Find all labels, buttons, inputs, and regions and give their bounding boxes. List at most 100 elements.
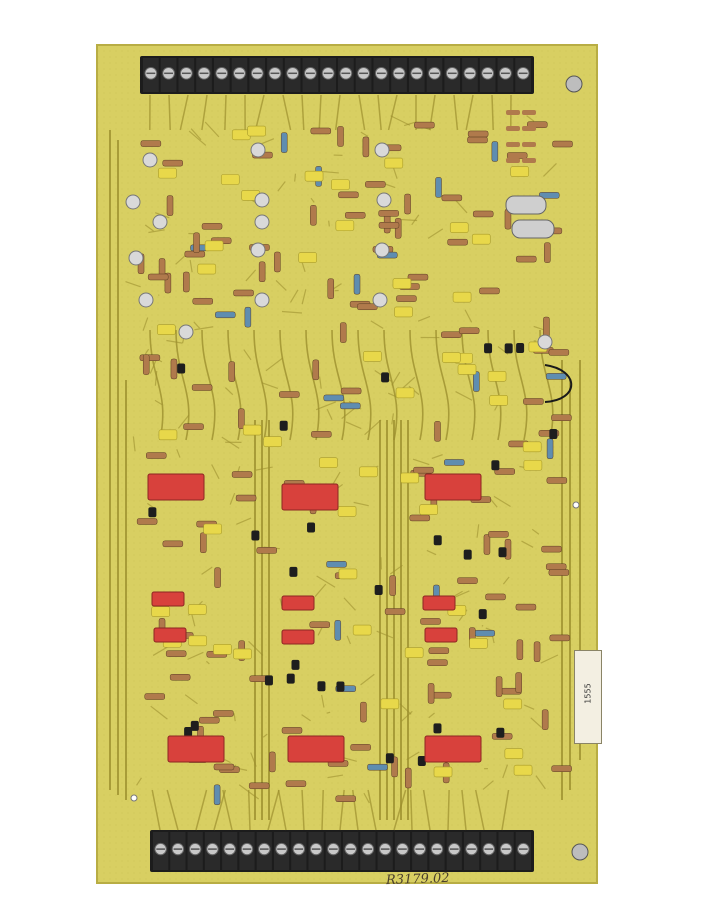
- transistor: [280, 421, 288, 431]
- resistor: [459, 328, 479, 334]
- relay: [168, 736, 224, 762]
- transistor: [433, 723, 441, 733]
- film-capacitor: [338, 506, 356, 516]
- film-capacitor: [511, 167, 529, 177]
- film-capacitor: [469, 638, 487, 648]
- resistor: [442, 195, 462, 201]
- transistor: [464, 550, 472, 560]
- relay: [288, 736, 344, 762]
- film-capacitor: [458, 364, 476, 374]
- resistor: [281, 133, 287, 153]
- resistor: [429, 648, 449, 654]
- resistor: [549, 570, 569, 576]
- film-capacitor: [331, 180, 349, 190]
- resistor: [546, 564, 566, 570]
- can-capacitor: [375, 143, 389, 157]
- can-capacitor: [255, 193, 269, 207]
- resistor: [286, 781, 306, 787]
- resistor: [467, 137, 487, 143]
- resistor: [199, 717, 219, 723]
- resistor: [551, 415, 571, 421]
- resistor: [340, 403, 360, 409]
- resistor: [506, 142, 520, 147]
- transistor: [177, 364, 185, 374]
- resistor: [506, 158, 520, 163]
- resistor: [167, 196, 173, 216]
- resistor: [507, 153, 527, 159]
- film-capacitor: [385, 158, 403, 168]
- film-capacitor: [336, 221, 354, 231]
- film-capacitor: [248, 126, 266, 136]
- transistor: [307, 523, 315, 533]
- transistor: [317, 681, 325, 691]
- film-capacitor: [490, 395, 508, 405]
- resistor: [546, 373, 566, 379]
- mounting-screw: [566, 76, 582, 92]
- serial-number: R3179.02: [386, 871, 450, 888]
- relay: [282, 484, 338, 510]
- relay: [282, 596, 314, 610]
- film-capacitor: [360, 467, 378, 477]
- resistor: [405, 194, 411, 214]
- resistor: [184, 424, 204, 430]
- resistor: [274, 252, 280, 272]
- transistor: [251, 530, 259, 540]
- resistor: [552, 766, 572, 772]
- sticker-text: 1555: [584, 649, 593, 739]
- resistor: [192, 385, 212, 391]
- relay: [148, 474, 204, 500]
- trace: [295, 174, 296, 182]
- resistor: [245, 307, 251, 327]
- resistor: [327, 561, 347, 567]
- resistor: [214, 764, 234, 770]
- transistor: [484, 343, 492, 353]
- resistor: [214, 785, 220, 805]
- resistor: [421, 618, 441, 624]
- resistor: [282, 727, 302, 733]
- film-capacitor: [157, 325, 175, 335]
- resistor: [396, 296, 416, 302]
- film-capacitor: [233, 649, 251, 659]
- transistor: [505, 343, 513, 353]
- resistor: [140, 355, 160, 361]
- film-capacitor: [205, 241, 223, 251]
- film-capacitor: [213, 644, 231, 654]
- resistor: [444, 459, 464, 465]
- resistor: [544, 243, 550, 263]
- electrolytic-capacitor: [512, 220, 554, 238]
- resistor: [215, 312, 235, 318]
- relay: [154, 628, 186, 642]
- film-capacitor: [395, 307, 413, 317]
- resistor: [338, 192, 358, 198]
- resistor: [379, 210, 399, 216]
- resistor: [170, 674, 190, 680]
- film-capacitor: [243, 425, 261, 435]
- trace: [482, 625, 483, 626]
- resistor: [236, 495, 256, 501]
- transistor: [549, 429, 557, 439]
- resistor: [336, 796, 356, 802]
- can-capacitor: [153, 215, 167, 229]
- resistor: [522, 126, 536, 131]
- resistor: [194, 233, 200, 253]
- resistor: [313, 360, 319, 380]
- film-capacitor: [514, 765, 532, 775]
- resistor: [163, 541, 183, 547]
- can-capacitor: [255, 215, 269, 229]
- can-capacitor: [126, 195, 140, 209]
- film-capacitor: [505, 749, 523, 759]
- resistor: [405, 768, 411, 788]
- resistor: [436, 177, 442, 197]
- film-capacitor: [472, 234, 490, 244]
- film-capacitor: [442, 353, 460, 363]
- transistor: [499, 547, 507, 557]
- transistor: [336, 681, 344, 691]
- can-capacitor: [179, 325, 193, 339]
- film-capacitor: [434, 767, 452, 777]
- resistor: [550, 635, 570, 641]
- resistor: [385, 609, 405, 615]
- resistor: [257, 547, 277, 553]
- resistor: [549, 349, 569, 355]
